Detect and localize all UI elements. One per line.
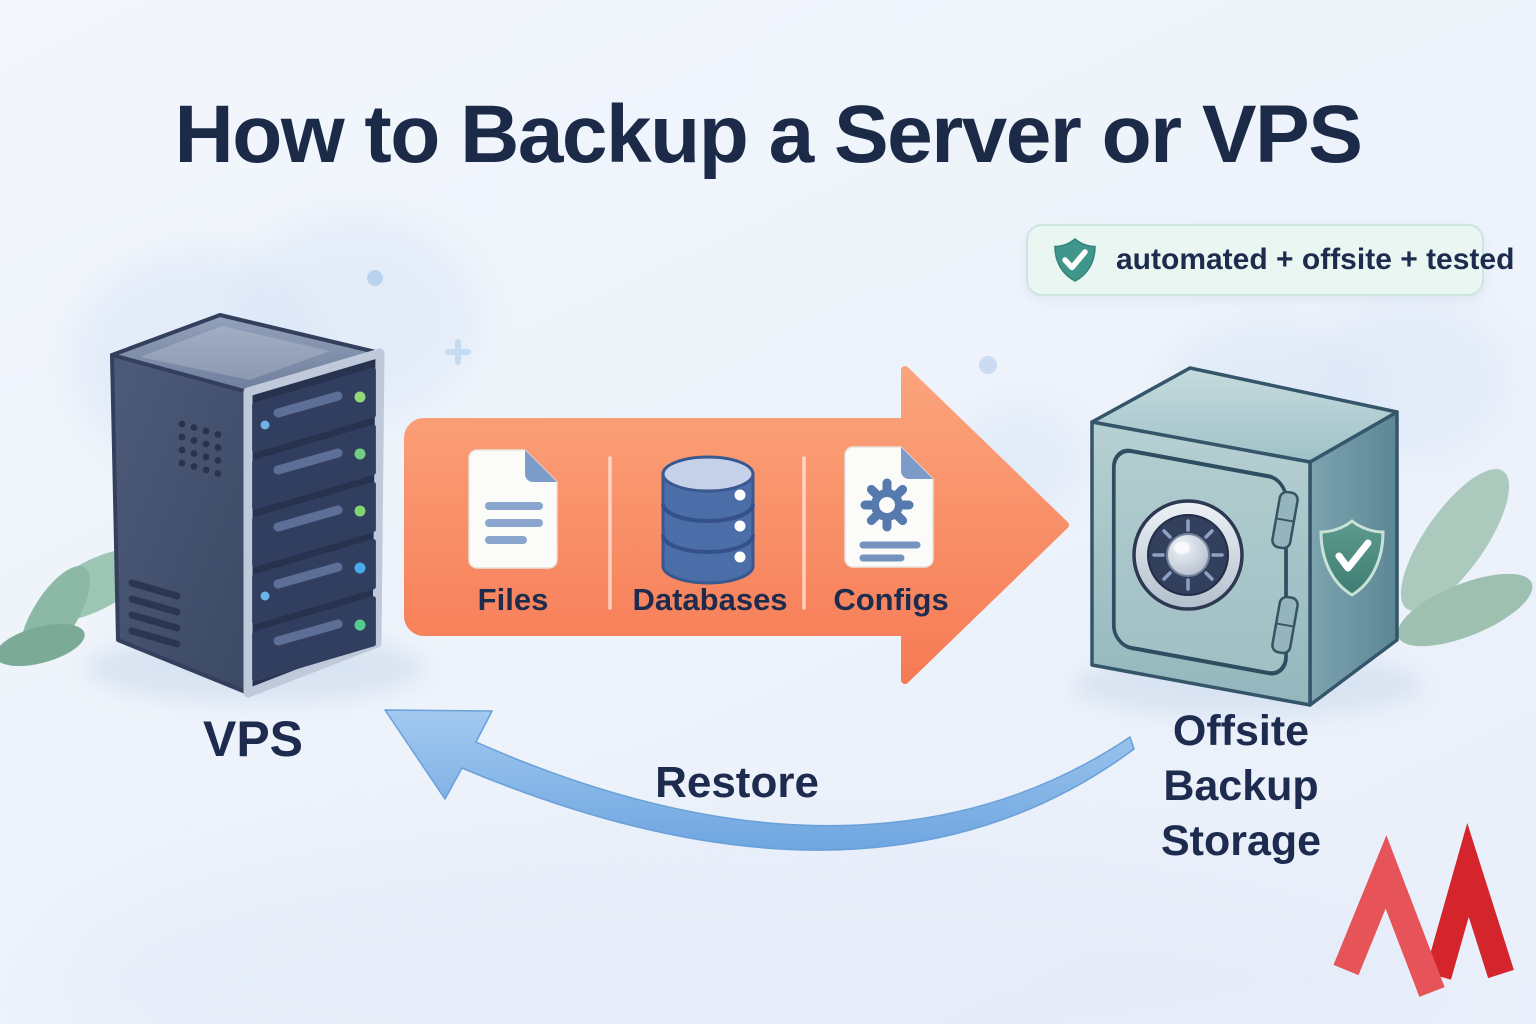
dot-decoration	[367, 270, 383, 286]
source-label: VPS	[202, 711, 304, 767]
shield-check-icon	[1054, 238, 1096, 282]
safe-hinge	[1271, 595, 1299, 655]
backup-item-label-configs: Configs	[833, 582, 949, 617]
page-title: How to Backup a Server or VPS	[174, 89, 1363, 180]
led-indicator	[260, 591, 270, 601]
server-drive-bays	[252, 367, 376, 682]
destination-label-line2: Storage	[1160, 817, 1322, 866]
backup-item-label-files: Files	[477, 582, 549, 617]
destination-label-line1: Offsite Backup	[1163, 707, 1319, 811]
vent-dots	[178, 420, 222, 477]
led-indicator	[354, 448, 366, 460]
m-logo-icon	[1333, 823, 1514, 997]
leaf-decoration	[1397, 469, 1533, 647]
plus-icon	[445, 339, 471, 365]
combination-dial-icon	[1132, 499, 1244, 611]
destination-label: Offsite Backup Storage	[1094, 704, 1389, 869]
backup-item-label-databases: Databases	[632, 582, 788, 617]
safe-hinge	[1271, 490, 1299, 550]
quality-badge: automated + offsite + tested	[1026, 224, 1514, 296]
gear-document-icon	[844, 446, 934, 568]
shield-check-icon	[1319, 519, 1385, 597]
led-indicator	[354, 505, 366, 517]
led-indicator	[354, 619, 366, 631]
led-indicator	[354, 391, 366, 403]
badge-label: automated + offsite + tested	[1116, 243, 1515, 276]
document-icon	[468, 449, 558, 569]
dot-decoration	[979, 356, 997, 374]
led-indicator	[260, 420, 270, 430]
led-indicator	[354, 562, 366, 574]
vent-slats	[128, 579, 181, 648]
restore-label: Restore	[655, 758, 819, 807]
database-icon	[661, 455, 755, 585]
